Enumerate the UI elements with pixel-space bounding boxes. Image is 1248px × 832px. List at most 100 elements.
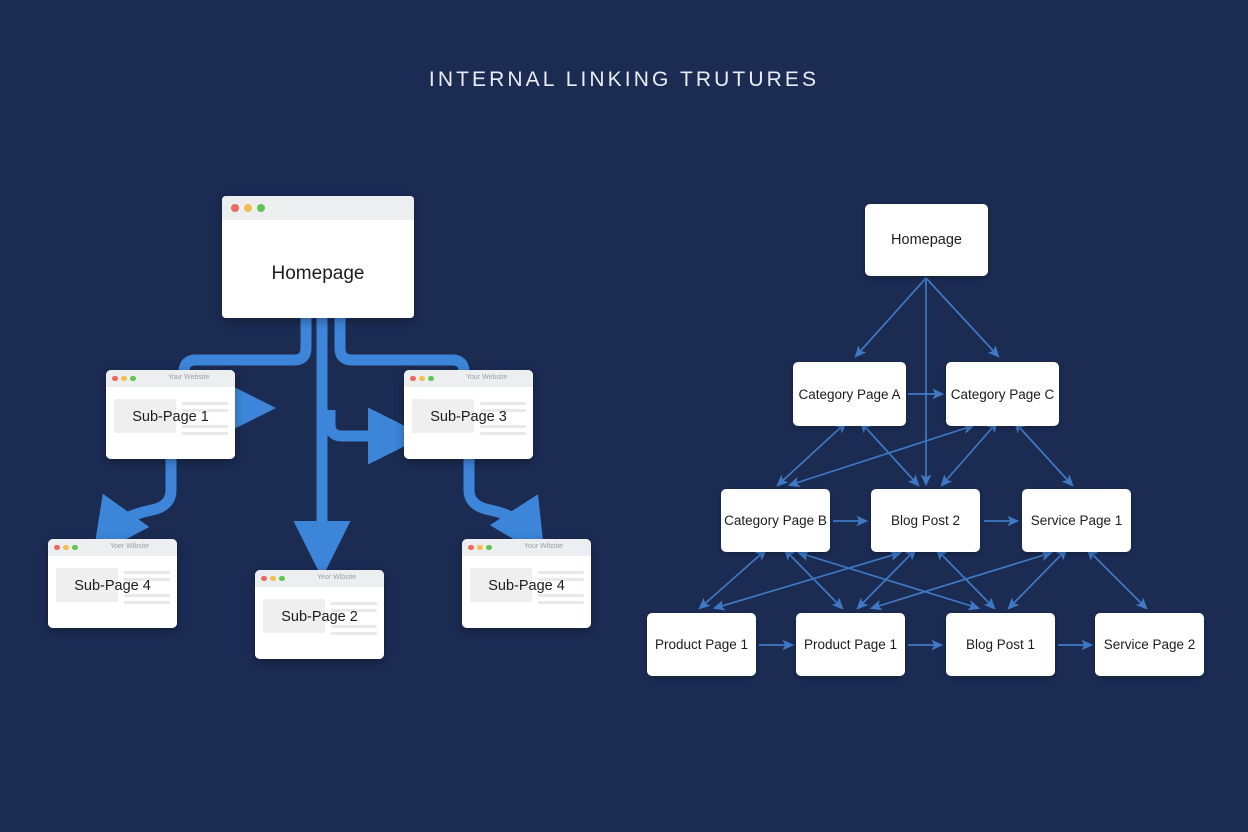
maximize-dot-icon[interactable] <box>72 544 78 551</box>
text-line <box>182 409 228 412</box>
page-title: INTERNAL LINKING TRUTURES <box>428 68 820 91</box>
traffic-light-dots <box>404 375 434 382</box>
node-product-page-1-b[interactable]: Product Page 1 <box>796 613 905 676</box>
maximize-dot-icon[interactable] <box>130 375 136 382</box>
minimize-dot-icon[interactable] <box>121 375 127 382</box>
node-label: Service Page 2 <box>1103 637 1196 652</box>
node-label: Product Page 1 <box>803 637 898 652</box>
text-line <box>331 625 377 628</box>
node-label: Product Page 1 <box>654 637 749 652</box>
edge-svc1-prod1b <box>869 550 1054 611</box>
text-line <box>538 578 584 581</box>
titlebar <box>48 539 177 556</box>
edge-homepage-catC <box>925 277 1000 358</box>
maximize-dot-icon[interactable] <box>486 544 492 551</box>
node-service-page-1[interactable]: Service Page 1 <box>1022 489 1131 552</box>
text-line <box>124 594 170 597</box>
window-body: Sub-Page 4 <box>462 556 591 628</box>
window-body: Sub-Page 4 <box>48 556 177 628</box>
minimize-dot-icon[interactable] <box>477 544 483 551</box>
text-line <box>331 632 377 635</box>
text-line <box>124 578 170 581</box>
tab-title: Your Wibsite <box>524 543 564 550</box>
titlebar <box>462 539 591 556</box>
edge-blog2-blog1 <box>935 548 996 610</box>
edge-catA-catB <box>776 421 848 487</box>
text-line <box>182 432 228 435</box>
close-dot-icon[interactable] <box>112 375 118 382</box>
minimize-dot-icon[interactable] <box>244 204 252 212</box>
node-category-page-b[interactable]: Category Page B <box>721 489 830 552</box>
text-line <box>331 602 377 605</box>
node-label: Category Page A <box>798 386 901 402</box>
node-label: Homepage <box>891 232 962 248</box>
node-homepage[interactable]: Homepage <box>865 204 988 276</box>
text-line <box>538 571 584 574</box>
titlebar <box>255 570 384 587</box>
close-dot-icon[interactable] <box>468 544 474 551</box>
edge-svc1-svc2 <box>1086 548 1148 610</box>
tab-title: Yoer Wibsite <box>110 543 150 550</box>
maximize-dot-icon[interactable] <box>279 575 285 582</box>
close-dot-icon[interactable] <box>54 544 60 551</box>
close-dot-icon[interactable] <box>261 575 267 582</box>
edge-catB-blog1 <box>796 550 981 611</box>
text-line <box>182 402 228 405</box>
page-label: Sub-Page 1 <box>132 409 209 425</box>
close-dot-icon[interactable] <box>231 204 239 212</box>
traffic-light-dots <box>106 375 136 382</box>
page-label: Sub-Page 2 <box>281 609 358 625</box>
page-label: Homepage <box>271 263 365 284</box>
window-body: Sub-Page 1 <box>106 387 235 459</box>
thumbnail-placeholder <box>263 599 325 633</box>
edge-svc1-blog1 <box>1007 548 1068 610</box>
node-category-page-a[interactable]: Category Page A <box>793 362 906 426</box>
edge-catC-svc1 <box>1013 420 1074 487</box>
traffic-light-dots <box>48 544 78 551</box>
node-blog-post-1[interactable]: Blog Post 1 <box>946 613 1055 676</box>
minimize-dot-icon[interactable] <box>63 544 69 551</box>
maximize-dot-icon[interactable] <box>257 204 265 212</box>
node-product-page-1-a[interactable]: Product Page 1 <box>647 613 756 676</box>
tab-title: Your Website <box>168 374 210 381</box>
browser-window-subpage4b[interactable]: Your Wibsite Sub-Page 4 <box>462 539 591 628</box>
text-line <box>538 601 584 604</box>
text-line <box>480 432 526 435</box>
edge-catB-prod1a <box>698 548 768 610</box>
browser-window-subpage4a[interactable]: Yoer Wibsite Sub-Page 4 <box>48 539 177 628</box>
node-category-page-c[interactable]: Category Page C <box>946 362 1059 426</box>
node-label: Blog Post 2 <box>890 513 961 528</box>
node-label: Service Page 1 <box>1030 513 1123 528</box>
text-line <box>331 609 377 612</box>
browser-window-subpage2[interactable]: Yeor Wibsite Sub-Page 2 <box>255 570 384 659</box>
browser-window-subpage1[interactable]: Your Website Sub-Page 1 <box>106 370 235 459</box>
browser-window-subpage3[interactable]: Your Website Sub-Page 3 <box>404 370 533 459</box>
text-line <box>480 425 526 428</box>
minimize-dot-icon[interactable] <box>270 575 276 582</box>
text-line <box>538 594 584 597</box>
edge-catC-catB <box>787 423 976 488</box>
text-line <box>480 409 526 412</box>
edge-blog2-prod1a <box>712 550 903 611</box>
window-body: Sub-Page 2 <box>255 587 384 659</box>
maximize-dot-icon[interactable] <box>428 375 434 382</box>
edge-catA-blog2 <box>859 420 920 487</box>
traffic-light-dots <box>462 544 492 551</box>
thumbnail-placeholder <box>114 399 176 433</box>
node-label: Blog Post 1 <box>965 637 1036 652</box>
page-label: Sub-Page 4 <box>74 578 151 594</box>
thumbnail-placeholder <box>56 568 118 602</box>
node-service-page-2[interactable]: Service Page 2 <box>1095 613 1204 676</box>
text-line <box>124 601 170 604</box>
text-line <box>124 571 170 574</box>
page-label: Sub-Page 4 <box>488 578 565 594</box>
minimize-dot-icon[interactable] <box>419 375 425 382</box>
traffic-light-dots <box>222 204 265 212</box>
node-blog-post-2[interactable]: Blog Post 2 <box>871 489 980 552</box>
titlebar <box>222 196 414 220</box>
text-line <box>480 402 526 405</box>
close-dot-icon[interactable] <box>410 375 416 382</box>
text-line <box>182 425 228 428</box>
browser-window-homepage[interactable]: Homepage <box>222 196 414 318</box>
